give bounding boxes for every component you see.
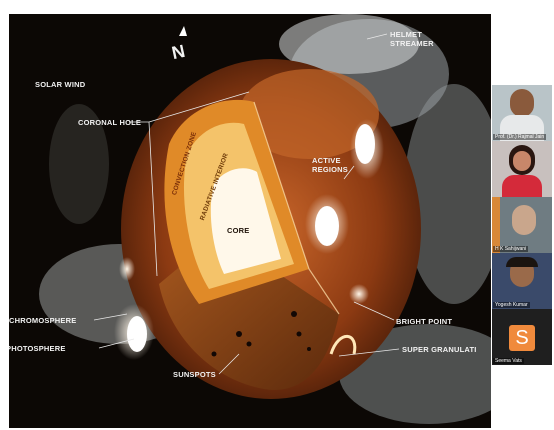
participant-strip: Prof. (Dr.) Rajmal Jain H K Sahijwani Yo… bbox=[492, 85, 554, 371]
participant-tile[interactable]: Yogesh Kumar bbox=[492, 253, 552, 309]
participant-face bbox=[510, 89, 534, 117]
participant-body bbox=[502, 175, 542, 197]
label-chromosphere: CHROMOSPHERE bbox=[9, 316, 76, 325]
label-bright-point: BRIGHT POINT bbox=[396, 317, 452, 326]
participant-name: Prof. (Dr.) Rajmal Jain bbox=[493, 134, 546, 140]
shared-screen: N SOLAR WIND HELMET STREAMER CORONAL HOL… bbox=[9, 14, 491, 428]
label-core: CORE bbox=[227, 226, 249, 235]
label-photosphere: PHOTOSPHERE bbox=[9, 344, 66, 353]
participant-face bbox=[513, 151, 531, 171]
label-solar-wind: SOLAR WIND bbox=[35, 80, 85, 89]
label-sunspots: SUNSPOTS bbox=[173, 370, 216, 379]
participant-tile[interactable]: Prof. (Dr.) Rajmal Jain bbox=[492, 85, 552, 141]
participant-tile[interactable]: H K Sahijwani bbox=[492, 197, 552, 253]
label-active-regions: ACTIVE REGIONS bbox=[312, 156, 348, 174]
label-active-line1: ACTIVE bbox=[312, 156, 348, 165]
label-active-line2: REGIONS bbox=[312, 165, 348, 174]
participant-name: Seema Vats bbox=[493, 358, 524, 364]
label-coronal-hole: CORONAL HOLE bbox=[78, 118, 141, 127]
label-helmet-line1: HELMET bbox=[390, 30, 434, 39]
participant-tile[interactable]: S Seema Vats bbox=[492, 309, 552, 365]
participant-name: Yogesh Kumar bbox=[493, 302, 530, 308]
label-super-granulation: SUPER GRANULATI bbox=[402, 345, 477, 354]
participant-face bbox=[512, 205, 536, 235]
participant-hair bbox=[506, 257, 538, 267]
label-helmet-streamer: HELMET STREAMER bbox=[390, 30, 434, 48]
participant-avatar: S bbox=[509, 325, 535, 351]
participant-name: H K Sahijwani bbox=[493, 246, 528, 252]
label-helmet-line2: STREAMER bbox=[390, 39, 434, 48]
participant-tile[interactable] bbox=[492, 141, 552, 197]
sun-cutaway-diagram bbox=[9, 14, 491, 428]
participant-background bbox=[492, 197, 500, 253]
